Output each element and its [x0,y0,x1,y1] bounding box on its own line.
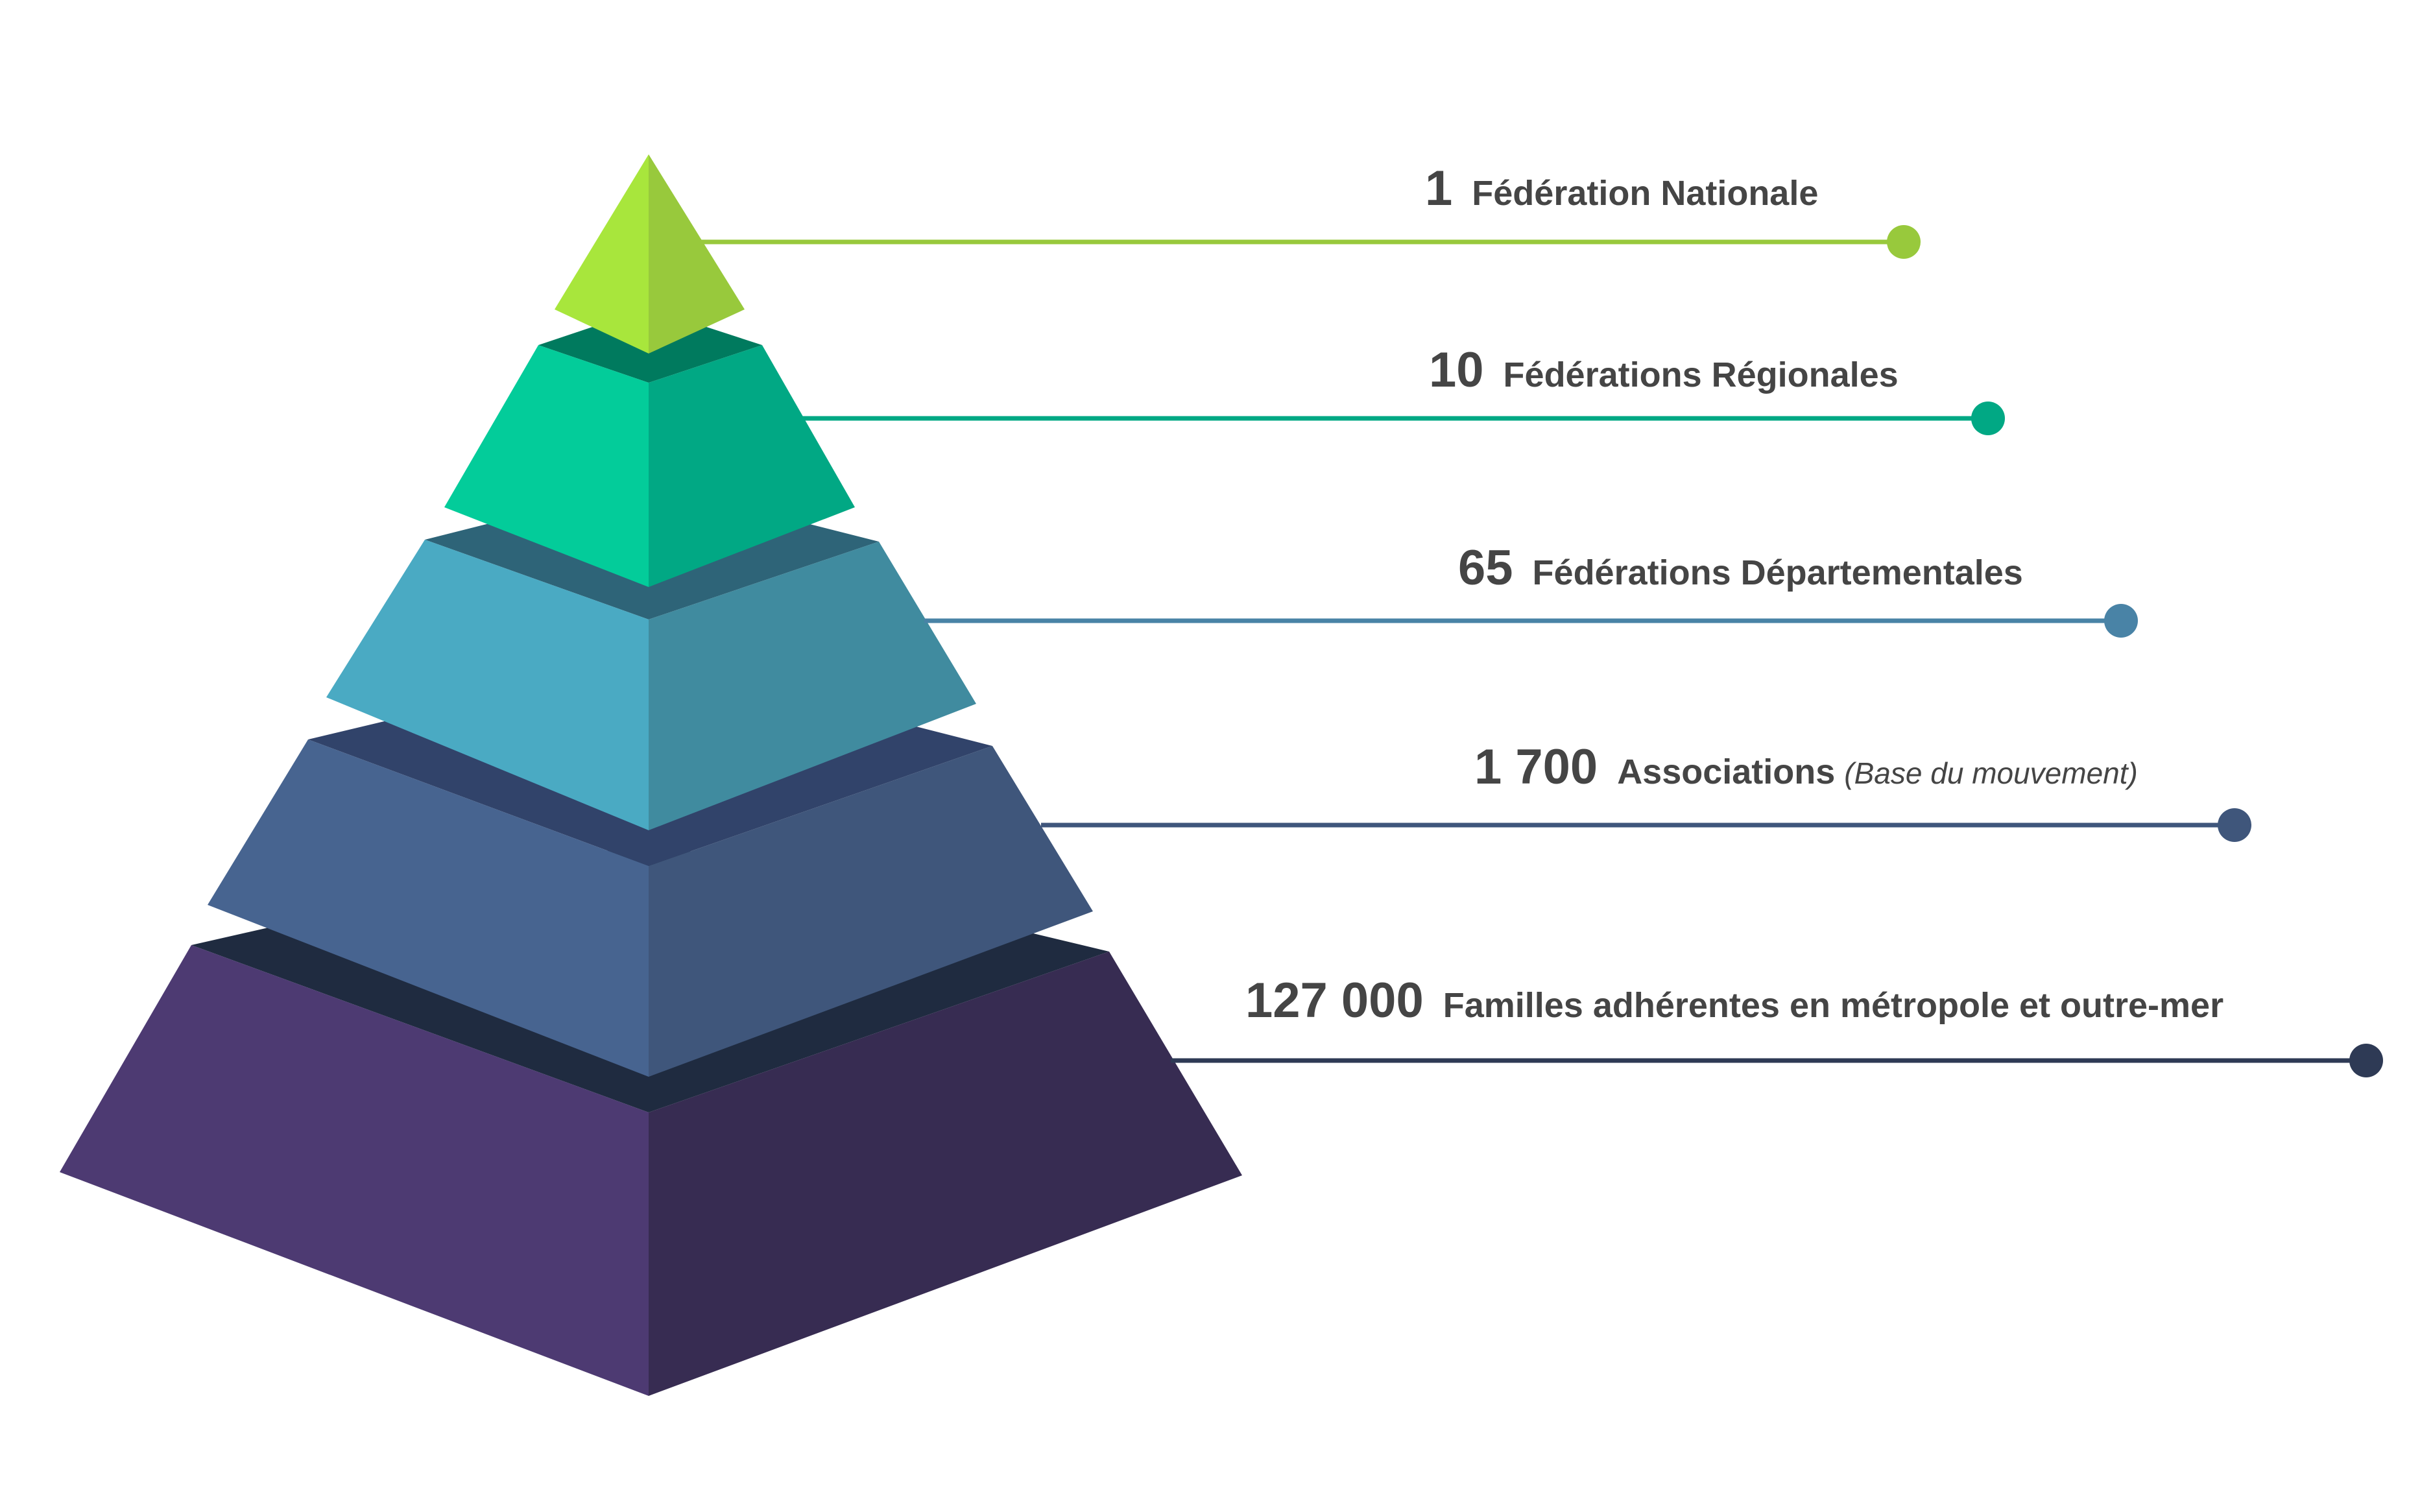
level-3-number: 65 [1458,540,1513,595]
tier-5-left-face [60,945,649,1396]
level-5-text: Familles adhérentes en métropole et outr… [1443,986,2224,1025]
level-4-number: 1 700 [1474,739,1598,795]
connector-dot-3 [2104,604,2138,638]
level-1-label: 1 Fédération Nationale [1425,164,1818,213]
tier-3-right-face [649,542,976,830]
tier-2-left-face [444,345,649,587]
tier-1-right-face [649,154,745,354]
connector-dot-1 [1887,225,1921,259]
level-5-label: 127 000 Familles adhérentes en métropole … [1245,976,2223,1026]
connector-dot-2 [1971,402,2005,435]
level-5-number: 127 000 [1245,973,1424,1028]
level-3-text: Fédérations Départementales [1532,553,2023,592]
level-2-number: 10 [1429,342,1484,398]
tier-5-right-face [649,952,1242,1396]
connector-dot-4 [2218,808,2251,842]
level-4-note: (Base du mouvement) [1844,756,2138,790]
tier-2-right-face [649,345,855,587]
connector-dot-5 [2349,1044,2383,1077]
tier-4-right-face [649,746,1093,1077]
tier-3-left-face [326,540,649,830]
level-4-text: Associations [1617,752,1836,791]
level-2-text: Fédérations Régionales [1503,355,1899,394]
level-1-text: Fédération Nationale [1472,174,1819,213]
tier-1-left-face [555,154,649,354]
tier-4-left-face [208,739,649,1077]
level-1-number: 1 [1425,161,1453,216]
